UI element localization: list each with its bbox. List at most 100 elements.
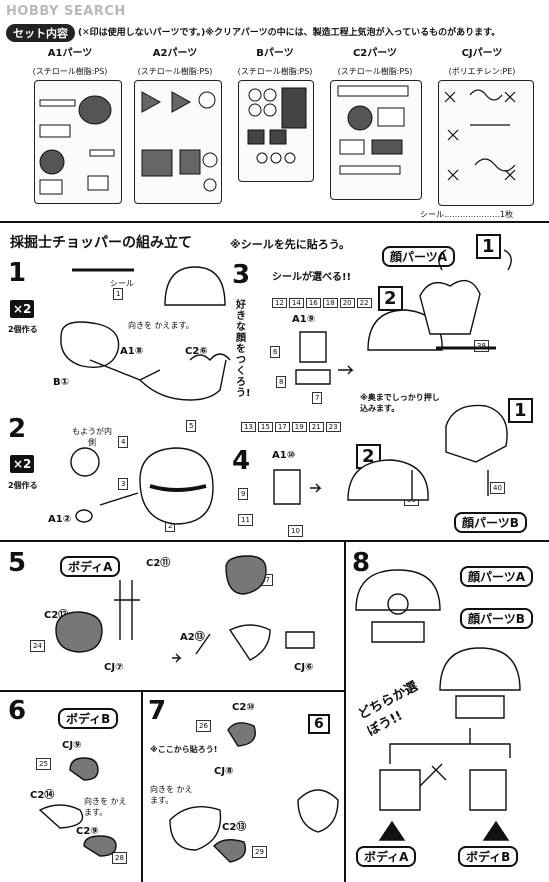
runner-cj-material: (ポリエチレン:PE) xyxy=(448,67,516,76)
step-6-c2-9: C2⑨ xyxy=(76,826,99,837)
step-7-number: 7 xyxy=(148,696,167,726)
sticker-dots: ………………… xyxy=(444,210,500,219)
step-5-title: ボディA xyxy=(60,556,121,577)
step-1-b: B① xyxy=(53,377,70,388)
step-5-a2-13: A2⑬ xyxy=(180,632,205,643)
seal-18: 18 xyxy=(322,298,338,308)
assembly-title: 採掘士チョッパーの組み立て xyxy=(10,235,192,251)
step-1-build-twice: 2個作る xyxy=(8,325,38,334)
step-7-seal-26: 26 xyxy=(196,720,211,732)
step-7-cj-8: CJ⑧ xyxy=(214,766,234,777)
step-2-a1: A1② xyxy=(48,514,72,525)
step-3-a1: A1⑨ xyxy=(292,314,316,325)
seal-12: 12 xyxy=(272,298,287,308)
step-7-seal-29: 29 xyxy=(252,846,267,858)
watermark: HOBBY SEARCH xyxy=(6,4,126,19)
step-2-seal-4: 4 xyxy=(118,436,129,448)
step-5-cj-7: CJ⑦ xyxy=(104,662,124,673)
step-8-body-b: ボディB xyxy=(458,846,519,867)
step-5-seal-24: 24 xyxy=(30,640,45,652)
step-6-seal-25: 25 xyxy=(36,758,51,770)
step-7-note-2: 向きを かえます。 xyxy=(150,785,193,805)
runner-a2-title: A2パーツ xyxy=(152,48,198,59)
step-2-seal-3: 3 xyxy=(118,478,129,490)
step-7-ref-6: 6 xyxy=(308,714,330,734)
section-divider-vertical xyxy=(344,540,346,882)
step-6-title: ボディB xyxy=(58,708,119,729)
step-6-seal-28: 28 xyxy=(112,852,127,864)
seal-17: 17 xyxy=(274,422,290,432)
step-8-number: 8 xyxy=(352,548,371,578)
seal-15: 15 xyxy=(257,422,273,432)
sticker-count: 1枚 xyxy=(500,210,514,219)
step-8-face-b: 顔パーツB xyxy=(460,608,533,629)
runner-a2-material: (スチロール樹脂:PS) xyxy=(137,67,213,76)
step-7-c2-10: C2⑩ xyxy=(232,702,255,713)
sticker-label: シール xyxy=(420,210,444,219)
step-4-seal-11: 11 xyxy=(238,514,253,526)
step-2-build-twice: 2個作る xyxy=(8,481,38,490)
seal-14: 14 xyxy=(288,298,304,308)
step-1-seal-1: 1 xyxy=(113,288,124,300)
step-4-number: 4 xyxy=(232,446,251,476)
step-2-multiplier: ×2 xyxy=(10,455,35,473)
section-divider-lower xyxy=(0,690,344,692)
seal-19: 19 xyxy=(291,422,307,432)
sticker-count-line: シール…………………1枚 xyxy=(420,209,513,220)
face-b-title: 顔パーツB xyxy=(454,512,527,533)
face-a-step-2: 2 xyxy=(378,286,403,311)
step-6-note: 向きを かえます。 xyxy=(84,797,127,817)
runner-a1-title: A1パーツ xyxy=(47,48,93,59)
sticker-first-note: ※シールを先に貼ろう。 xyxy=(230,238,351,251)
face-a-title: 顔パーツA xyxy=(382,246,456,267)
step-3-vertical-caption: 好きな顔をつくろう! xyxy=(236,300,251,399)
seal-22: 22 xyxy=(356,298,372,308)
face-a-step-1: 1 xyxy=(476,234,501,259)
step-1-number: 1 xyxy=(8,258,27,288)
step-3-seal-choice: シールが選べる!! xyxy=(272,272,352,283)
step-1-note: 向きを かえます。 xyxy=(128,321,194,330)
section-divider-middle xyxy=(0,540,549,542)
face-b-step-1: 1 xyxy=(508,398,533,423)
step-4-seal-10: 10 xyxy=(288,525,303,537)
step-1-seal-label: シール xyxy=(110,279,134,288)
seal-13: 13 xyxy=(241,422,256,432)
step-5-number: 5 xyxy=(8,548,27,578)
step-6-c2-14: C2⑭ xyxy=(30,790,55,801)
step-7-note-1: ※ここから貼ろう! xyxy=(150,745,218,754)
runner-b-material: (スチロール樹脂:PS) xyxy=(237,67,313,76)
step-1-c2: C2⑥ xyxy=(185,346,208,357)
step-1-a1: A1⑧ xyxy=(120,346,144,357)
step-2-number: 2 xyxy=(8,414,27,444)
step-8-face-a: 顔パーツA xyxy=(460,566,534,587)
section-divider-top xyxy=(0,221,549,223)
step-5-c2-11: C2⑪ xyxy=(146,558,171,569)
seal-20: 20 xyxy=(339,298,355,308)
step-7-c2-13: C2⑬ xyxy=(222,822,247,833)
step-2-bubble: もようが内側 xyxy=(72,427,112,447)
set-contents-label: セット内容 xyxy=(6,24,75,42)
seal-23: 23 xyxy=(325,422,341,432)
step-1-seal-5: 5 xyxy=(186,420,197,432)
step-3-number: 3 xyxy=(232,260,251,290)
face-b-note: ※奥までしっかり押し込みます。 xyxy=(360,393,440,413)
seal-16: 16 xyxy=(305,298,321,308)
face-b-seal-40: 40 xyxy=(490,482,505,494)
step-4-seal-9: 9 xyxy=(238,488,249,500)
runner-c2-material: (スチロール樹脂:PS) xyxy=(337,67,413,76)
step-5-cj-6: CJ⑥ xyxy=(294,662,314,673)
header-note: (✕印は使用しないパーツです。)※クリアパーツの中には、製造工程上気泡が入ってい… xyxy=(78,28,501,38)
runner-b-title: Bパーツ xyxy=(256,48,294,59)
step-1-multiplier: ×2 xyxy=(10,300,35,318)
step-3-seal-6: 6 xyxy=(270,346,281,358)
seal-21: 21 xyxy=(308,422,324,432)
section-divider-s6-s7 xyxy=(141,690,143,882)
runner-cj-title: CJパーツ xyxy=(461,48,503,59)
step-5-c2-12: C2⑫ xyxy=(44,610,69,621)
step-3-seal-8: 8 xyxy=(276,376,287,388)
step-6-number: 6 xyxy=(8,696,27,726)
